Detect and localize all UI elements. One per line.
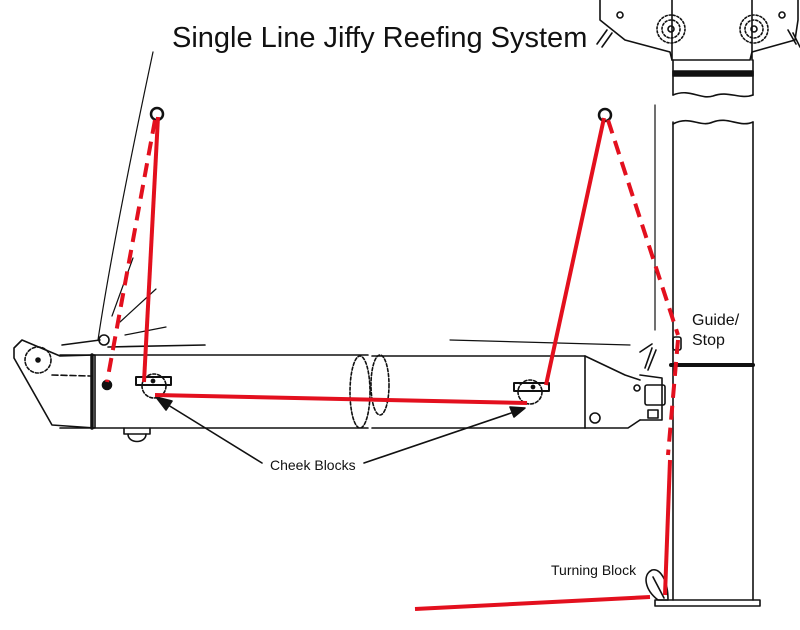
diagram-title: Single Line Jiffy Reefing System <box>172 22 588 54</box>
aft-cheek-block-icon <box>513 379 550 405</box>
cheek-blocks-callout <box>155 396 526 464</box>
forward-cheek-block-icon <box>135 373 172 399</box>
reef-line <box>105 116 680 611</box>
turning-block-label: Turning Block <box>551 562 637 578</box>
gooseneck-icon <box>633 343 666 421</box>
cheek-blocks-label: Cheek Blocks <box>270 457 356 473</box>
mast-icon <box>596 0 800 607</box>
guide-stop-label-line1: Guide/ <box>692 312 740 329</box>
boom-icon <box>13 339 641 443</box>
guide-stop-label: Guide/ Stop <box>692 311 739 351</box>
guide-stop-label-line2: Stop <box>692 332 725 349</box>
